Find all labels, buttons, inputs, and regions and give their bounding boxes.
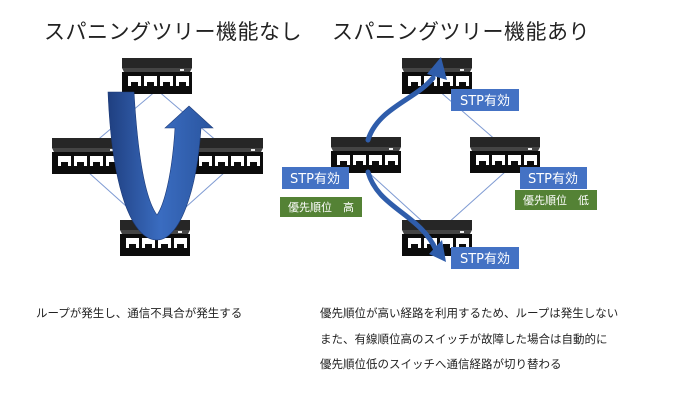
caption-stp-line-3: 優先順位低のスイッチへ通信経路が切り替わる — [320, 357, 562, 371]
switch-right-icon — [193, 138, 263, 174]
arrow-head-down-icon — [429, 240, 446, 262]
flow-arrow-down — [365, 169, 439, 253]
svg-text:STP有効: STP有効 — [528, 172, 578, 187]
stp-label-top: STP有効 — [451, 89, 519, 111]
priority-high-label: 優先順位 高 — [280, 197, 362, 217]
svg-text:STP有効: STP有効 — [290, 172, 340, 187]
switch-top-icon — [122, 58, 192, 94]
svg-text:優先順位 高: 優先順位 高 — [288, 200, 354, 214]
flow-arrow-up — [365, 75, 436, 143]
caption-loop-problem: ループが発生し、通信不具合が発生する — [36, 306, 243, 320]
caption-stp-line-1: 優先順位が高い経路を利用するため、ループは発生しない — [320, 306, 619, 320]
svg-text:STP有効: STP有効 — [460, 94, 510, 109]
svg-text:STP有効: STP有効 — [460, 252, 510, 267]
stp-label-backup: STP有効 — [520, 167, 587, 189]
switch-left-icon — [52, 138, 122, 174]
stp-label-root: STP有効 — [282, 167, 349, 189]
priority-low-label: 優先順位 低 — [515, 190, 597, 210]
title-with-stp: スパニングツリー機能あり — [332, 20, 590, 44]
caption-stp-line-2: また、有線順位高のスイッチが故障した場合は自動的に — [320, 332, 608, 346]
arrow-head-up-icon — [427, 57, 447, 80]
svg-text:優先順位 低: 優先順位 低 — [523, 193, 589, 207]
stp-flow-arrows — [365, 75, 439, 253]
stp-label-bottom: STP有効 — [451, 247, 519, 269]
title-without-stp: スパニングツリー機能なし — [44, 20, 302, 44]
loop-arrow-icon — [107, 91, 214, 241]
